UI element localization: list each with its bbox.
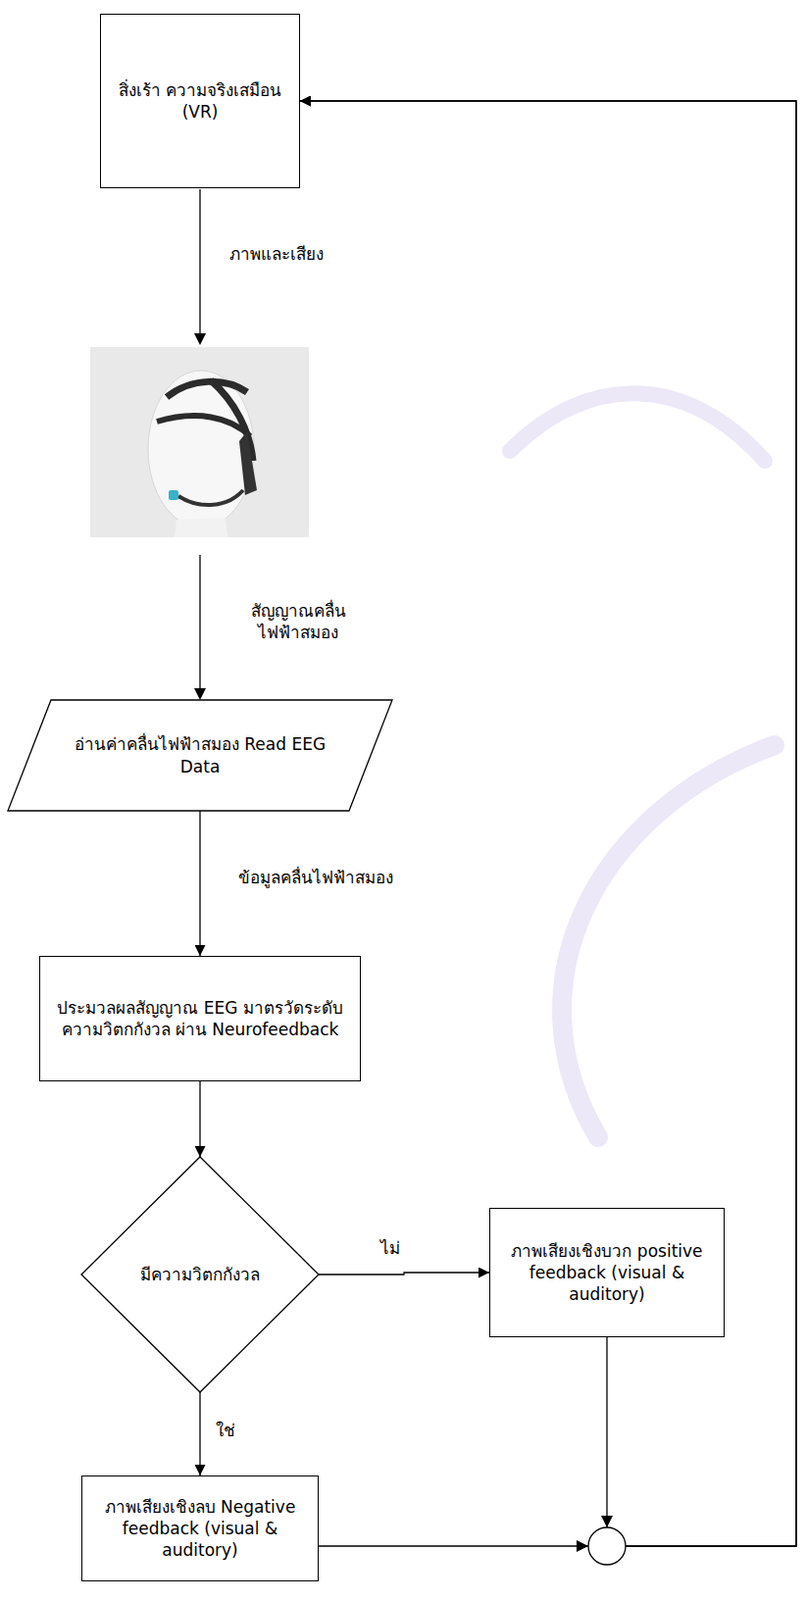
node-text: ภาพเสียงเชิงบวก positive feedback (visua… bbox=[502, 1240, 712, 1306]
eeg-headset-illustration bbox=[90, 347, 309, 538]
merge-junction bbox=[588, 1527, 626, 1565]
positive-feedback-box: ภาพเสียงเชิงบวก positive feedback (visua… bbox=[489, 1208, 725, 1338]
diamond-outline bbox=[81, 1157, 319, 1393]
flow-connector bbox=[300, 100, 797, 1547]
negative-feedback-box: ภาพเสียงเชิงลบ Negative feedback (visual… bbox=[81, 1475, 319, 1582]
watermark-curve bbox=[509, 393, 765, 461]
watermark-curve bbox=[561, 745, 775, 1138]
flow-connector bbox=[199, 810, 201, 957]
edge-label: ใช่ bbox=[213, 1419, 238, 1442]
input-parallelogram: อ่านค่าคลื่นไฟฟ้าสมอง Read EEG Data bbox=[7, 700, 393, 811]
edge-label: ข้อมูลคลื่นไฟฟ้าสมอง bbox=[236, 866, 396, 889]
flow-line bbox=[199, 189, 201, 336]
flow-connector bbox=[318, 1272, 490, 1275]
node-text: มีความวิตกกังวล bbox=[140, 1263, 260, 1286]
node-text: อ่านค่าคลื่นไฟฟ้าสมอง Read EEG Data bbox=[64, 733, 336, 777]
flow-connector bbox=[199, 1081, 201, 1158]
flow-connector bbox=[199, 1392, 201, 1476]
node-text-group: สิ่งเร้า ความจริงเสมือน (VR) bbox=[100, 14, 300, 188]
arrowhead bbox=[194, 688, 206, 701]
decision-diamond: มีความวิตกกังวล bbox=[81, 1157, 319, 1393]
node-text-group: ประมวลผลสัญญาณ EEG มาตรวัดระดับความวิตกก… bbox=[40, 957, 360, 1081]
node-text-group: มีความวิตกกังวล bbox=[81, 1157, 319, 1393]
node-text: ประมวลผลสัญญาณ EEG มาตรวัดระดับความวิตกก… bbox=[51, 997, 349, 1041]
node-text: ภาพเสียงเชิงลบ Negative feedback (visual… bbox=[94, 1496, 306, 1562]
flow-line bbox=[199, 554, 201, 691]
node-text-group: ภาพเสียงเชิงบวก positive feedback (visua… bbox=[490, 1209, 724, 1337]
arrowhead bbox=[576, 1540, 589, 1553]
stimulus-box: สิ่งเร้า ความจริงเสมือน (VR) bbox=[100, 13, 301, 189]
parallelogram-outline bbox=[7, 700, 393, 811]
process-box: ประมวลผลสัญญาณ EEG มาตรวัดระดับความวิตกก… bbox=[39, 956, 361, 1082]
signal-label: ภาพและเสียง bbox=[227, 243, 326, 265]
edge-label: ไม่ bbox=[378, 1237, 403, 1260]
node-text-group: ภาพเสียงเชิงลบ Negative feedback (visual… bbox=[82, 1476, 318, 1581]
parallelogram-outline bbox=[7, 700, 393, 811]
node-text-group: อ่านค่าคลื่นไฟฟ้าสมอง Read EEG Data bbox=[7, 700, 393, 811]
arrowhead bbox=[194, 333, 206, 346]
signal-label: สัญญาณคลื่น ไฟฟ้าสมอง bbox=[232, 600, 364, 644]
node-text: สิ่งเร้า ความจริงเสมือน (VR) bbox=[110, 79, 290, 123]
flow-connector bbox=[300, 100, 797, 1547]
arrowhead bbox=[601, 1515, 613, 1528]
